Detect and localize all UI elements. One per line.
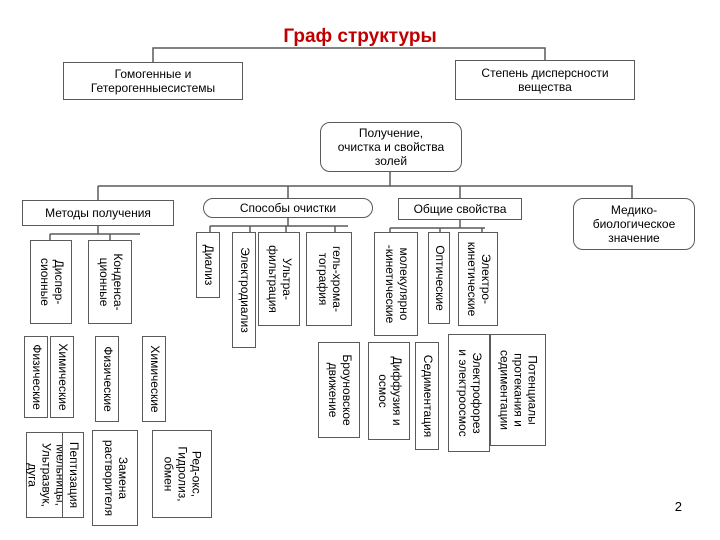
electrodialysis-box: Электродиализ [232, 232, 256, 348]
peptization-box: Пептизация [62, 432, 84, 518]
gel-chromatography-label: гель-хрома- тография [316, 246, 344, 312]
ultrafiltration-box: Ультра- фильтрация [258, 232, 300, 326]
mills-box: Мельницы, Ультразвук, дуга [26, 432, 68, 518]
page-title: Граф структуры [283, 26, 437, 47]
peptization-label: Пептизация [66, 441, 81, 509]
solvent-box: Замена растворителя [92, 430, 138, 526]
dispersity-box: Степень дисперсности вещества [455, 60, 635, 100]
chemical-condensation-box: Химические [142, 336, 166, 422]
condensation-label: Конденса- ционные [97, 253, 125, 311]
dialysis-box: Диализ [196, 232, 220, 298]
page-number: 2 [674, 499, 682, 514]
mills-label: Мельницы, Ультразвук, дуга [26, 442, 68, 508]
dispersion-box: Диспер- сионные [30, 240, 72, 324]
chemical-condensation-label: Химические [147, 345, 162, 413]
optical-box: Оптические [428, 232, 450, 324]
physical-dispersion-box: Физические [24, 336, 48, 418]
redox-box: Ред-окс, Гидролиз, обмен [152, 430, 212, 518]
dialysis-label: Диализ [201, 244, 216, 286]
diffusion-box: Диффузия и осмос [368, 342, 410, 440]
sedimentation-label: Седиментация [420, 354, 435, 438]
physical-condensation-box: Физические [95, 336, 119, 422]
sedimentation-box: Седиментация [415, 342, 439, 450]
center-box: Получение, очистка и свойства золей [320, 122, 462, 172]
diffusion-label: Диффузия и осмос [376, 356, 404, 426]
properties-box: Общие свойства [398, 198, 522, 220]
potentials-label: Потенциалы протекания и седиментации [498, 350, 540, 430]
redox-label: Ред-окс, Гидролиз, обмен [162, 446, 204, 502]
dispersion-label: Диспер- сионные [38, 258, 66, 306]
electrokinetic-label: Электро- кинетические [465, 241, 493, 317]
optical-label: Оптические [432, 245, 447, 311]
brownian-box: Броуновское движение [318, 342, 360, 438]
electrokinetic-box: Электро- кинетические [458, 232, 498, 326]
electrophoresis-label: Электрофорез и электроосмос [456, 349, 484, 437]
gel-chromatography-box: гель-хрома- тография [306, 232, 352, 326]
electrophoresis-box: Электрофорез и электроосмос [448, 334, 490, 452]
electrodialysis-label: Электродиализ [237, 247, 252, 333]
chemical-dispersion-label: Химические [55, 343, 70, 411]
homogeneous-systems-box: Гомогенные и Гетерогенныесистемы [63, 62, 243, 100]
medical-box: Медико- биологическое значение [573, 198, 695, 250]
ultrafiltration-label: Ультра- фильтрация [266, 245, 294, 313]
purification-box: Способы очистки [203, 198, 373, 218]
potentials-box: Потенциалы протекания и седиментации [490, 334, 546, 446]
brownian-label: Броуновское движение [326, 354, 354, 426]
molecular-kinetic-box: молекулярно -кинетические [374, 232, 418, 336]
physical-condensation-label: Физические [100, 346, 115, 412]
condensation-box: Конденса- ционные [88, 240, 132, 324]
physical-dispersion-label: Физические [29, 344, 44, 410]
methods-box: Методы получения [22, 200, 174, 226]
molecular-kinetic-label: молекулярно -кинетические [383, 244, 411, 324]
chemical-dispersion-box: Химические [50, 336, 74, 418]
solvent-label: Замена растворителя [102, 439, 130, 517]
